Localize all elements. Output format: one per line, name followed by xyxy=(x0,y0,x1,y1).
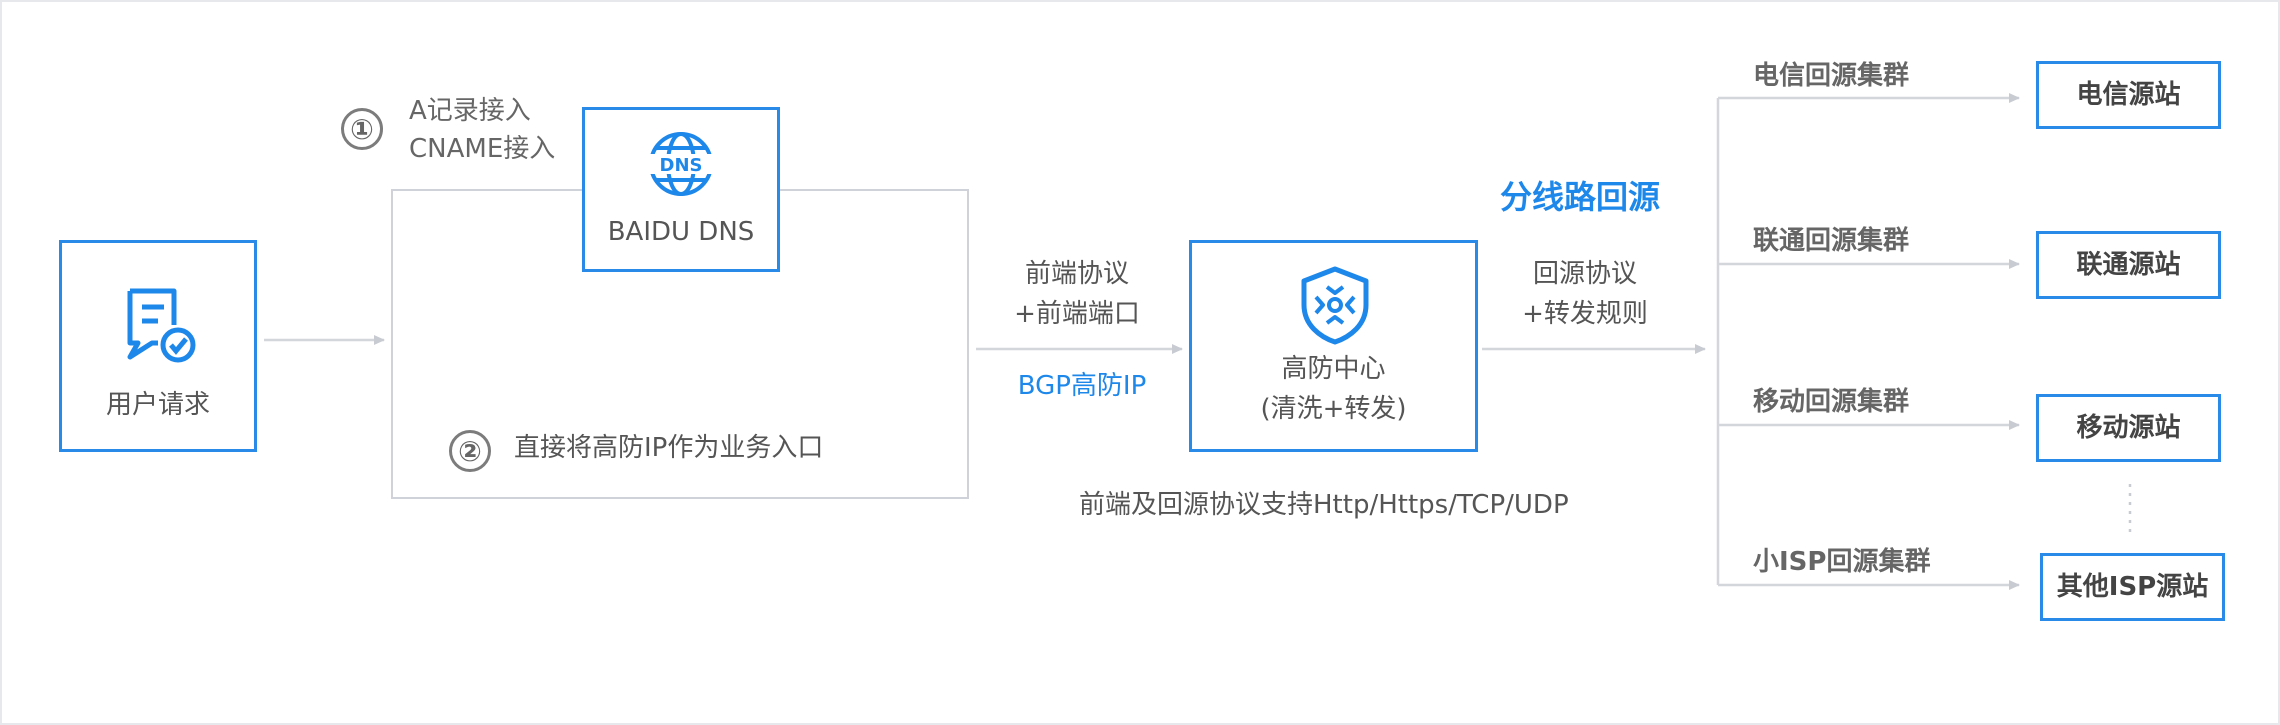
cluster-label-unicom: 联通回源集群 xyxy=(1753,226,1910,256)
step-1-line-2: CNAME接入 xyxy=(409,134,556,164)
source-node-telecom: 电信源站 xyxy=(2036,61,2221,129)
request-check-icon xyxy=(127,288,196,363)
bgp-ip-label: BGP高防IP xyxy=(1017,371,1147,401)
source-node-other-isp: 其他ISP源站 xyxy=(2040,553,2225,621)
source-node-unicom: 联通源站 xyxy=(2036,231,2221,299)
front-protocol-line-1: 前端协议 xyxy=(1024,259,1129,289)
back-protocol-line-2: +转发规则 xyxy=(1522,299,1648,329)
defense-center-line-1: 高防中心 xyxy=(1281,354,1386,384)
split-line-title: 分线路回源 xyxy=(1500,178,1661,216)
user-request-label: 用户请求 xyxy=(105,390,210,420)
protocol-support-note: 前端及回源协议支持Http/Https/TCP/UDP xyxy=(1079,490,1569,520)
shield-forward-icon xyxy=(1301,266,1369,345)
defense-center-line-2: (清洗+转发) xyxy=(1260,394,1407,424)
source-node-mobile: 移动源站 xyxy=(2036,394,2221,462)
cluster-label-small-isp: 小ISP回源集群 xyxy=(1753,547,1931,577)
dns-icon-text: DNS xyxy=(659,155,703,176)
globe-dns-icon xyxy=(647,132,715,196)
baidu-dns-node: DNS BAIDU DNS xyxy=(582,107,780,272)
cluster-label-mobile: 移动回源集群 xyxy=(1753,387,1910,417)
front-protocol-line-2: +前端端口 xyxy=(1014,299,1140,329)
defense-center-node: 高防中心 (清洗+转发) xyxy=(1189,240,1478,452)
step-2-number: ② xyxy=(449,430,491,472)
step-2-text: 直接将高防IP作为业务入口 xyxy=(514,433,824,463)
dns-label: BAIDU DNS xyxy=(607,217,755,247)
step-1-line-1: A记录接入 xyxy=(409,96,531,126)
cluster-label-telecom: 电信回源集群 xyxy=(1753,61,1910,91)
back-protocol-line-1: 回源协议 xyxy=(1532,259,1637,289)
step-1-number: ① xyxy=(341,108,383,150)
user-request-node: 用户请求 xyxy=(59,240,257,452)
